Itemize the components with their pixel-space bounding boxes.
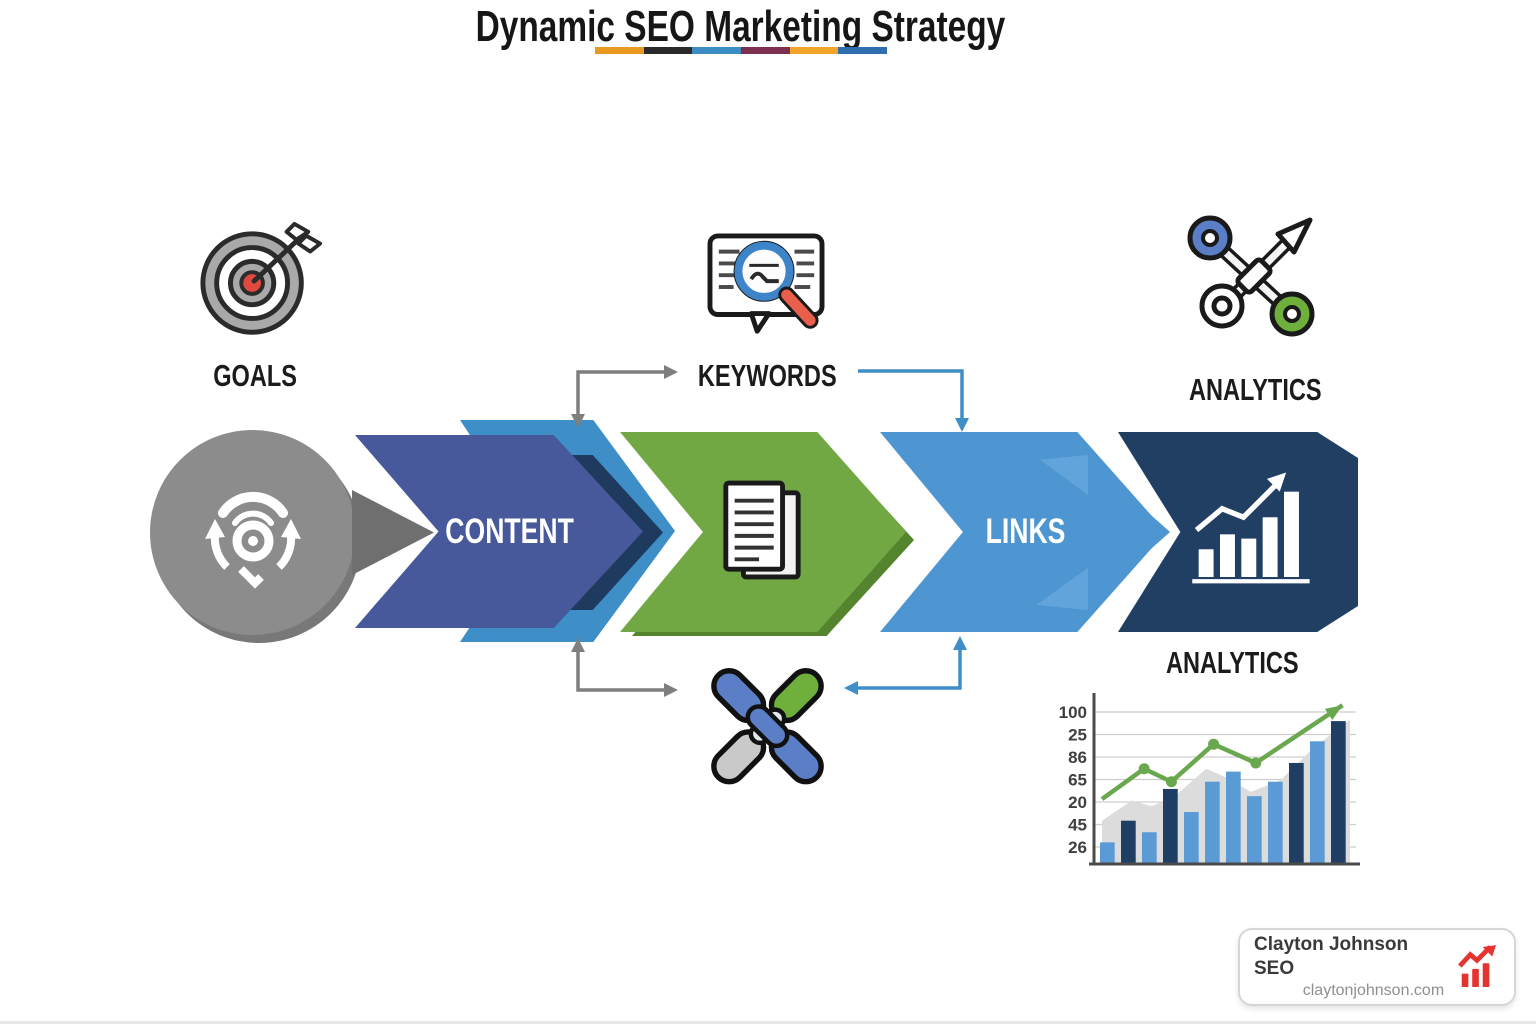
badge-url: claytonjohnson.com — [1302, 981, 1445, 999]
document-pages-icon — [723, 480, 801, 580]
analytics-top-label: ANALYTICS — [1188, 372, 1322, 407]
svg-text:20: 20 — [1068, 793, 1087, 812]
brand-badge: Clayton Johnson SEO claytonjohnson.com — [1238, 928, 1516, 1006]
target-arrow-icon — [200, 221, 323, 335]
bar-chart-growth-icon — [1192, 472, 1310, 584]
strategy-camera-refresh-icon — [204, 491, 301, 589]
crossed-arrows-icon — [1187, 215, 1315, 337]
red-growth-chart-icon — [1458, 945, 1497, 988]
chain-links-icon — [711, 668, 824, 785]
analytics-chart-svg: 100 25 86 65 20 45 26 — [1059, 693, 1360, 866]
analytics-chart-label: ANALYTICS — [1166, 645, 1299, 680]
page-title: Dynamic SEO Marketing Strategy — [300, 2, 1180, 52]
content-label: CONTENT — [445, 511, 575, 551]
links-label: LINKS — [985, 512, 1065, 551]
keywords-label: KEYWORDS — [697, 358, 837, 393]
strategy-circle — [150, 430, 355, 635]
page-title-text: Dynamic SEO Marketing Strategy — [475, 2, 1005, 51]
document-magnifier-icon — [707, 233, 825, 334]
goals-label: GOALS — [213, 358, 297, 393]
title-underline — [595, 47, 888, 54]
svg-text:100: 100 — [1059, 703, 1087, 722]
svg-text:65: 65 — [1068, 771, 1087, 790]
badge-title: Clayton Johnson SEO — [1254, 934, 1409, 979]
bottom-divider — [0, 1021, 1536, 1024]
svg-text:45: 45 — [1068, 816, 1087, 835]
svg-text:25: 25 — [1068, 726, 1087, 745]
analytics-chart: 100 25 86 65 20 45 26 — [1052, 688, 1370, 880]
svg-text:86: 86 — [1068, 748, 1087, 767]
svg-text:26: 26 — [1068, 838, 1087, 857]
